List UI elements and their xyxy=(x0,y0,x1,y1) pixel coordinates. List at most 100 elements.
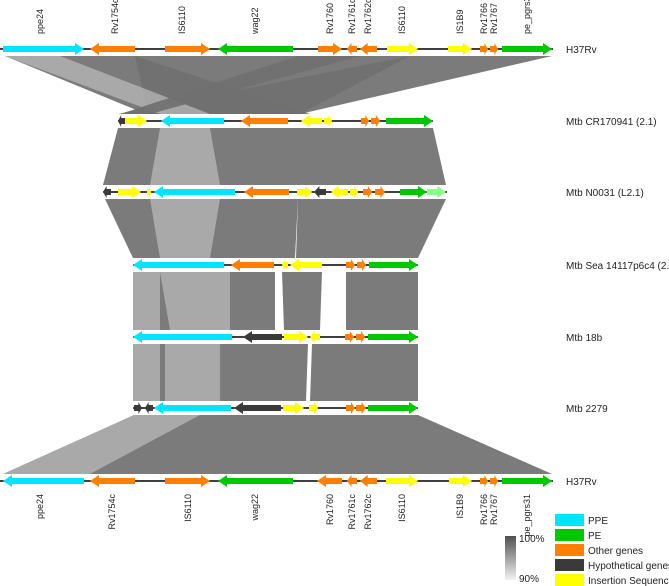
genome-track-h37rv-bottom xyxy=(0,475,553,487)
gene-arrow-hypo xyxy=(118,115,125,127)
genome-label-n0031: Mtb N0031 (L2.1) xyxy=(566,188,644,199)
gene-arrow-is xyxy=(297,186,312,198)
homology-link xyxy=(300,128,446,185)
gene-arrow-is xyxy=(125,115,147,127)
gene-arrow-other xyxy=(345,331,354,343)
genome-track-sea14117 xyxy=(133,259,418,271)
genome-label-sea14117: Mtb Sea 14117p6c4 (2.1) xyxy=(566,261,669,272)
gene-arrow-ppe xyxy=(154,402,231,414)
scale-min-label: 90% xyxy=(519,574,539,585)
gene-arrow-other xyxy=(241,115,288,127)
gene-arrow-ppe xyxy=(154,186,235,198)
legend-swatch-ppe xyxy=(555,514,584,526)
gene-arrow-hypo xyxy=(103,186,111,198)
legend-swatch-hypo xyxy=(555,559,584,571)
gene-label-top: Rv1767 xyxy=(489,3,499,34)
legend-label-pe: PE xyxy=(588,531,602,542)
gene-arrow-other xyxy=(244,186,289,198)
gene-arrow-hypo xyxy=(314,186,326,198)
scale-max-label: 100% xyxy=(519,534,545,545)
gene-labels: ppe24ppe24Rv1754cRv1754cIS6110IS6110wag2… xyxy=(35,0,532,537)
genome-track-cr170941 xyxy=(118,115,433,127)
gene-arrow-other xyxy=(360,43,377,55)
gene-arrow-other xyxy=(318,43,342,55)
gene-arrow-ppe xyxy=(3,475,84,487)
gene-label-top: IS6110 xyxy=(177,6,187,34)
gene-label-bottom: Rv1754c xyxy=(107,494,117,530)
gene-arrow-pe xyxy=(369,259,418,271)
gene-arrow-is xyxy=(282,259,288,271)
homology-link xyxy=(296,199,446,258)
gene-arrow-pe xyxy=(368,331,418,343)
gene-arrow-ppe xyxy=(3,43,84,55)
genome-tracks xyxy=(0,43,553,487)
gene-arrow-is xyxy=(118,186,141,198)
homology-link xyxy=(346,272,418,330)
gene-arrow-pe_light xyxy=(427,186,446,198)
genome-label-mtb2279: Mtb 2279 xyxy=(566,404,608,415)
gene-label-top: IS6110 xyxy=(397,6,407,34)
genome-track-mtb2279 xyxy=(133,402,418,414)
genome-label-h37rv-top: H37Rv xyxy=(566,45,597,56)
gene-arrow-other xyxy=(356,402,366,414)
gene-arrow-is xyxy=(147,186,151,198)
gene-label-bottom: IS6110 xyxy=(397,494,407,522)
gene-arrow-other xyxy=(317,475,342,487)
gene-arrow-other xyxy=(490,475,498,487)
gene-arrow-other xyxy=(90,43,135,55)
gene-label-bottom: IS1B9 xyxy=(455,494,465,519)
homology-link xyxy=(5,56,210,114)
homology-link xyxy=(165,344,220,401)
gene-label-bottom: ppe24 xyxy=(35,494,45,519)
homology-link xyxy=(160,272,230,330)
gene-arrow-other xyxy=(363,186,372,198)
gene-label-bottom: IS6110 xyxy=(183,494,193,522)
gene-arrow-ppe xyxy=(133,259,224,271)
gene-label-bottom: Rv1760 xyxy=(325,494,335,525)
gene-arrow-hypo xyxy=(134,402,142,414)
homology-link xyxy=(3,415,200,474)
legend-swatch-other xyxy=(555,544,584,556)
legend-label-ppe: PPE xyxy=(588,516,608,527)
gene-arrow-other xyxy=(165,43,210,55)
gene-arrow-pe xyxy=(368,402,418,414)
gene-label-top: Rv1760 xyxy=(325,3,335,34)
gene-arrow-other xyxy=(375,186,385,198)
gene-label-top: Rv1766 xyxy=(479,3,489,34)
gene-arrow-is xyxy=(387,43,418,55)
gene-arrow-other xyxy=(360,475,377,487)
homology-link xyxy=(282,272,322,330)
legend-swatch-pe xyxy=(555,529,584,541)
gene-arrow-pe xyxy=(502,475,552,487)
gene-arrow-hypo xyxy=(145,402,153,414)
gene-arrow-other xyxy=(357,259,366,271)
gene-label-bottom: Rv1762c xyxy=(363,494,373,530)
homology-link xyxy=(133,344,160,401)
genome-label-cr170941: Mtb CR170941 (2.1) xyxy=(566,117,657,128)
genome-track-mtb18b xyxy=(133,331,418,343)
gene-arrow-other xyxy=(346,402,355,414)
gene-arrow-other xyxy=(480,43,488,55)
gene-label-bottom: Rv1766 xyxy=(479,494,489,525)
gene-arrow-is xyxy=(284,331,308,343)
legend-label-other: Other genes xyxy=(588,546,643,557)
gene-arrow-hypo xyxy=(234,402,281,414)
gene-arrow-hypo xyxy=(243,331,282,343)
gene-arrow-is xyxy=(290,259,322,271)
legend-label-is: Insertion Sequence xyxy=(588,576,669,586)
gene-label-bottom: Rv1761c xyxy=(347,494,357,530)
gene-arrow-is xyxy=(386,475,418,487)
gene-label-top: wag22 xyxy=(250,7,260,35)
gene-arrow-other xyxy=(90,475,135,487)
homology-link xyxy=(118,56,552,114)
gene-arrow-pe xyxy=(400,186,427,198)
genome-track-h37rv-top xyxy=(0,43,553,55)
gene-arrow-other xyxy=(480,475,488,487)
gene-arrow-other xyxy=(347,475,357,487)
homology-link xyxy=(150,128,220,185)
gene-label-top: Rv1762c xyxy=(363,0,373,34)
gene-label-top: IS1B9 xyxy=(455,9,465,34)
gene-arrow-ppe xyxy=(133,331,232,343)
